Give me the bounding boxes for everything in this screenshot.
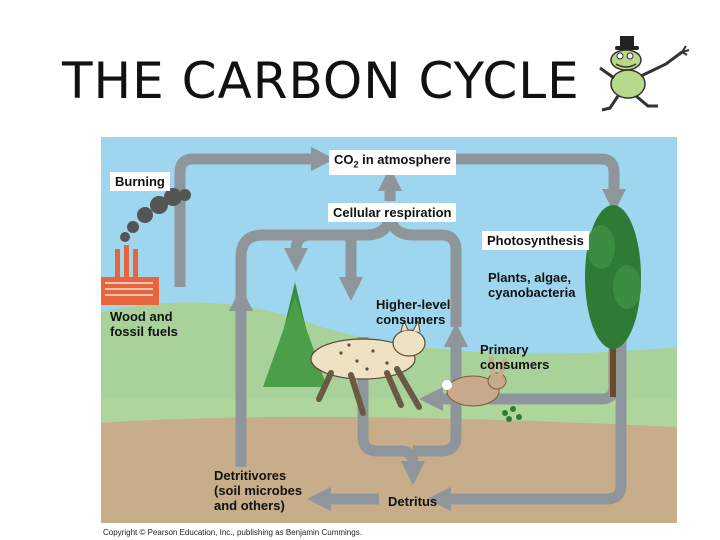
page-title: THE CARBON CYCLE [62,52,580,110]
wood-fossil-fuels-label: Wood and fossil fuels [110,309,178,339]
arrow-burning [174,146,336,287]
photosynthesis-label: Photosynthesis [482,231,589,250]
shrub-icon [263,282,327,387]
cellular-respiration-label: Cellular respiration [328,203,457,222]
higher-consumers-label: Higher-level consumers [376,297,451,327]
smoke-icon [120,188,191,242]
plant-sprig-icon [502,406,522,422]
frog-mascot-icon [599,36,690,112]
primary-consumers-label: Primary consumers [480,342,550,372]
copyright-text: Copyright © Pearson Education, Inc., pub… [103,528,362,537]
burning-label: Burning [110,172,170,191]
detritivores-label: Detritivores (soil microbes and others) [214,468,303,513]
detritus-label: Detritus [388,494,438,509]
arrow-photosynthesis [453,153,627,214]
lynx-icon [310,319,426,416]
conifer-tree-icon [585,205,641,397]
factory-icon [101,245,159,305]
carbon-cycle-diagram [101,137,677,523]
plants-label: Plants, algae, cyanobacteria [488,270,576,300]
rabbit-icon [442,356,508,407]
co2-atmosphere-label: CO2 in atmosphere [329,150,456,175]
